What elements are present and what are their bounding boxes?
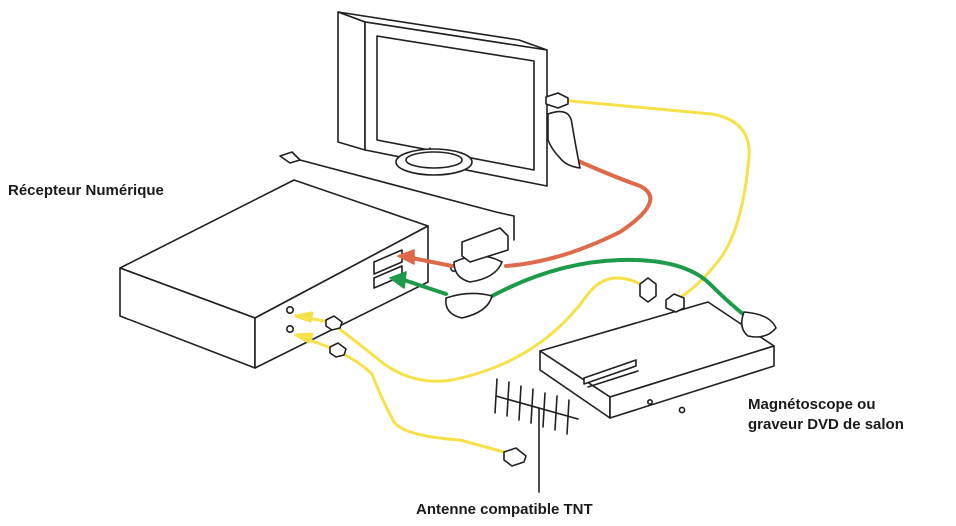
set-top-box-icon: [119, 179, 466, 369]
flat-screen-tv-icon: [337, 11, 548, 187]
dvd-recorder-icon: [539, 301, 775, 419]
tv-antenna-icon: [494, 378, 579, 493]
recorder-label-line1: Magnétoscope ou: [748, 396, 876, 413]
antenna-label: Antenne compatible TNT: [416, 501, 593, 518]
scart-cable-green: [389, 257, 750, 320]
coax-plug-icon: [325, 92, 685, 467]
recorder-label: Magnétoscope ou graveur DVD de salon: [748, 395, 904, 435]
scart-cable-red: [397, 158, 653, 268]
receiver-label: Récepteur Numérique: [8, 182, 164, 199]
coax-cables: [294, 98, 751, 454]
recorder-label-line2: graveur DVD de salon: [748, 416, 904, 433]
scart-plug-icon: [445, 110, 777, 338]
